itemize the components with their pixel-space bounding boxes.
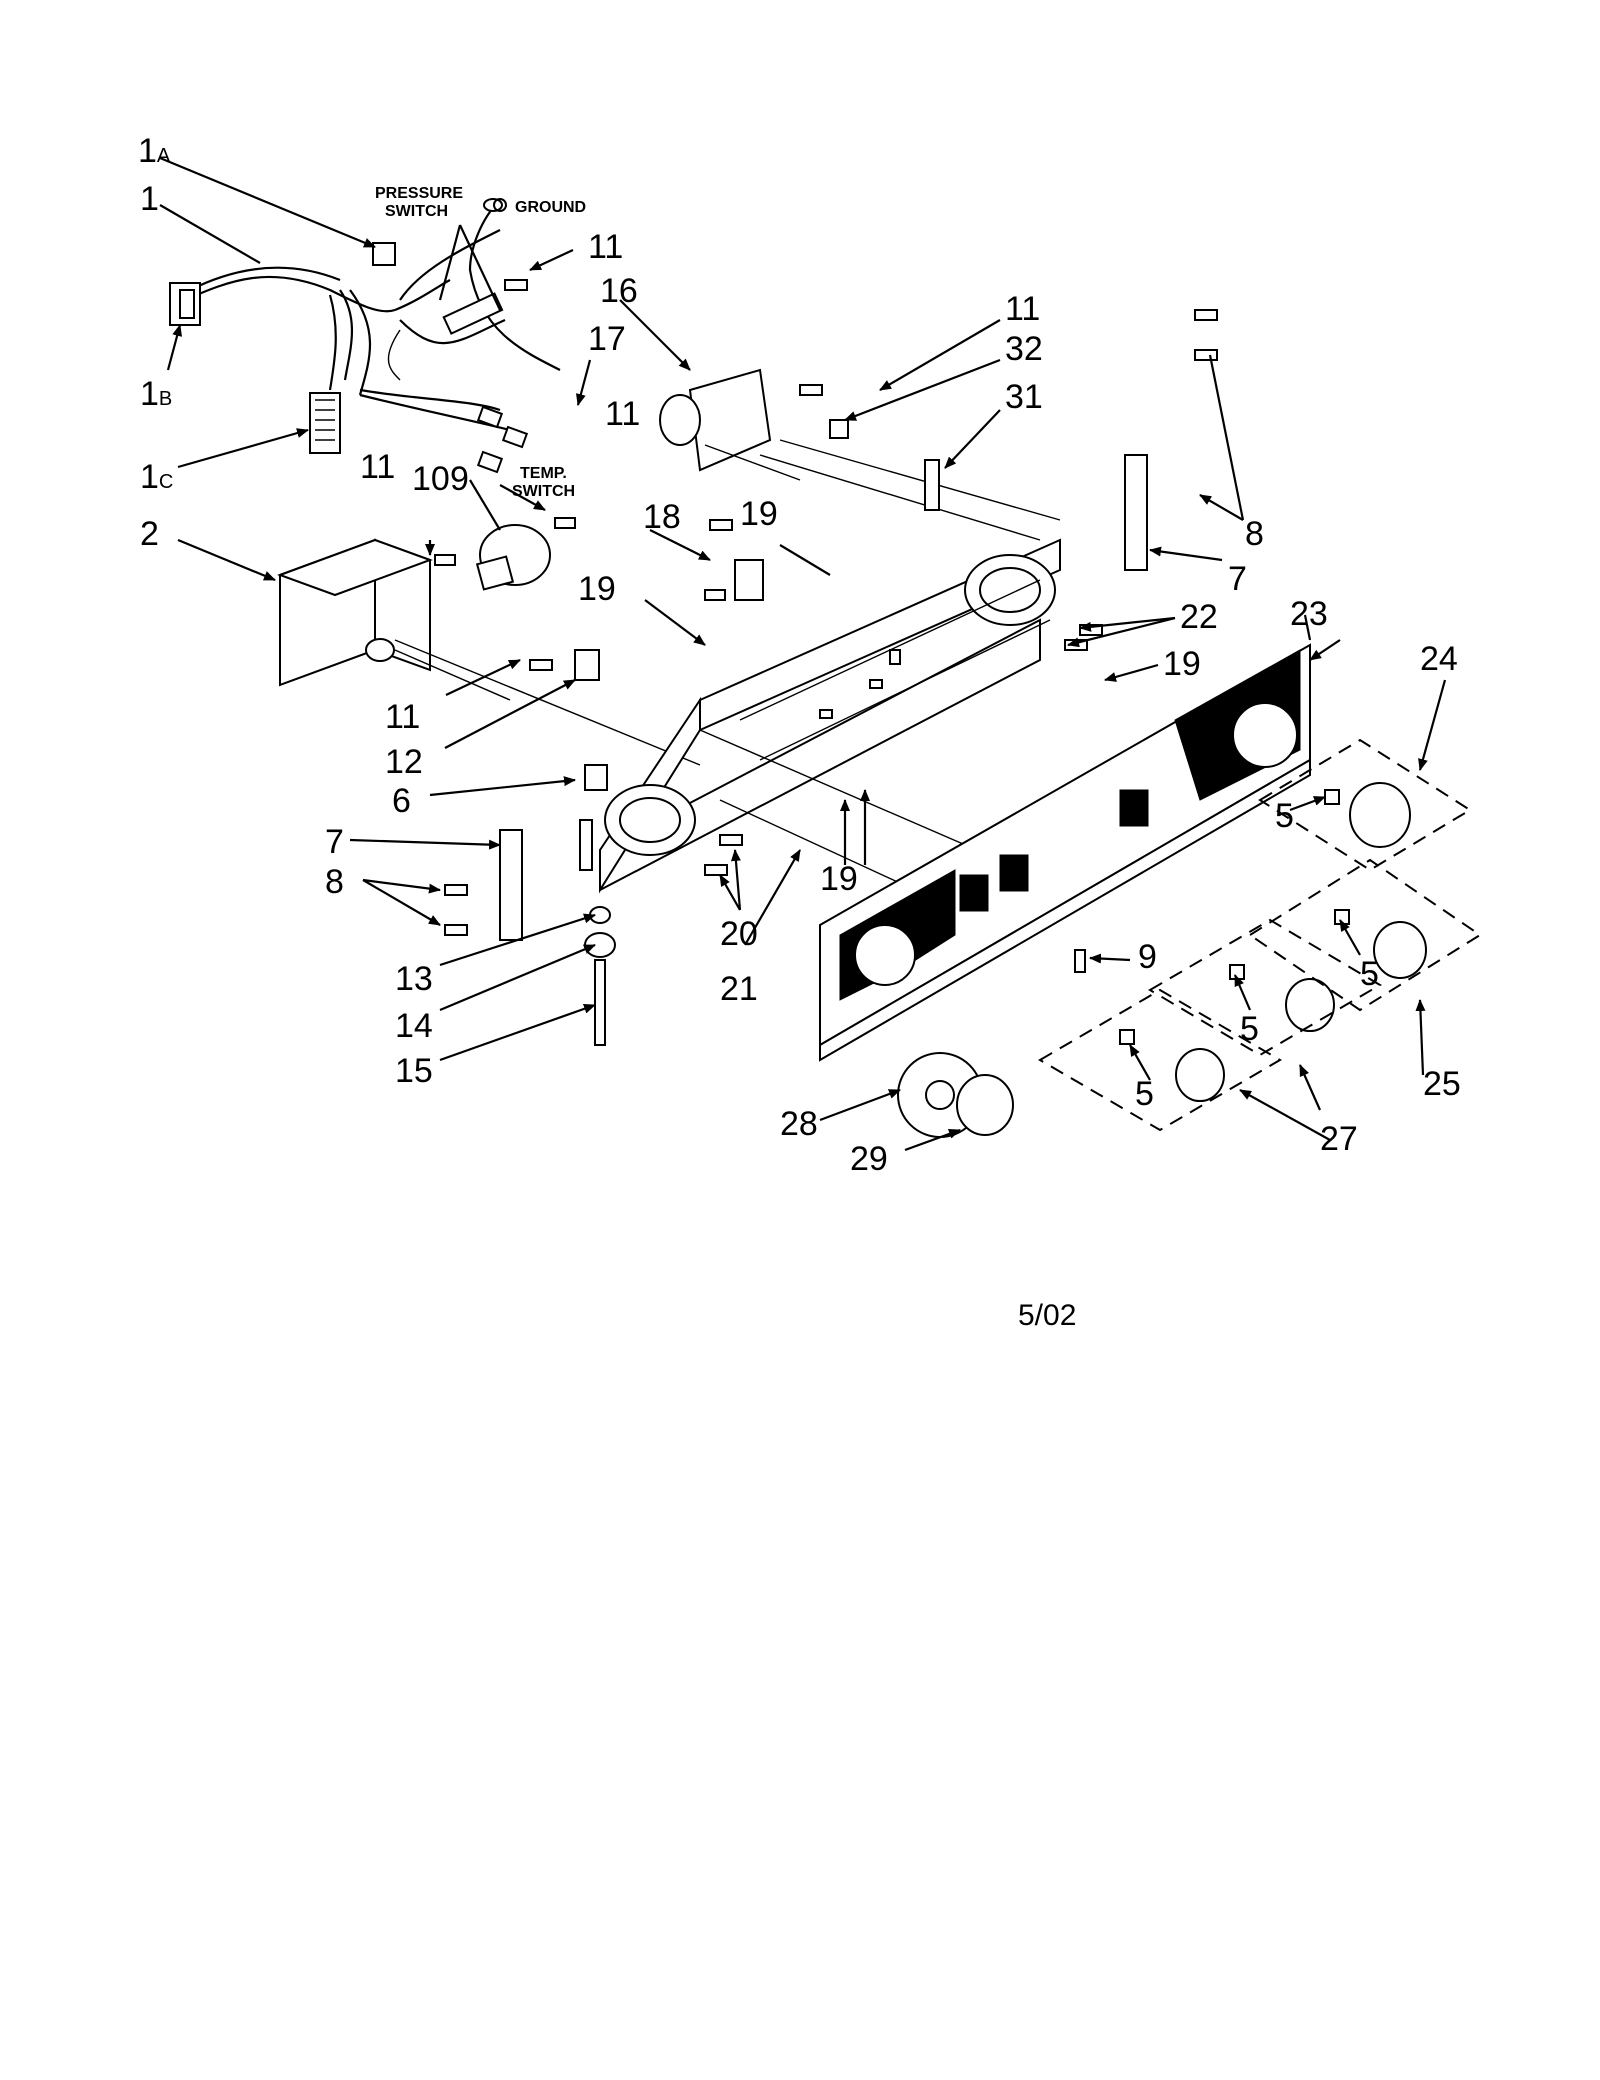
ground-label: GROUND [515, 199, 586, 216]
label-1a: 1A [138, 132, 171, 170]
label-32: 32 [1005, 330, 1043, 368]
label-8-left: 8 [325, 863, 344, 901]
revision-date: 5/02 [1018, 1299, 1076, 1332]
label-5-c: 5 [1240, 1010, 1259, 1048]
label-11-mid: 11 [605, 395, 640, 433]
pressure-switch-label-line1: PRESSURE [375, 185, 463, 202]
label-17: 17 [588, 320, 626, 358]
knobs [897, 782, 1427, 1138]
label-24: 24 [1420, 640, 1458, 678]
label-14: 14 [395, 1007, 433, 1045]
pressure-switch-label-line2: SWITCH [385, 203, 448, 220]
temp-switch-label-line2: SWITCH [512, 483, 575, 500]
connector-1c [309, 392, 341, 454]
label-7-left: 7 [325, 823, 344, 861]
part-labels: 1A 1 1B 1C 2 PRESSURE SWITCH GROUND TEMP… [138, 132, 1461, 1178]
label-13: 13 [395, 960, 433, 998]
knob-group-boxes [1038, 738, 1482, 1132]
label-15: 15 [395, 1052, 433, 1090]
label-19-left: 19 [578, 570, 616, 608]
label-31: 31 [1005, 378, 1043, 416]
label-12: 12 [385, 743, 423, 781]
label-27: 27 [1320, 1120, 1358, 1158]
label-11-right: 11 [1005, 290, 1040, 328]
wire-harness [169, 198, 561, 474]
label-9-top: 9 [450, 460, 469, 498]
misc-parts [434, 279, 1482, 1138]
label-5-a: 5 [1275, 797, 1294, 835]
label-2: 2 [140, 515, 159, 553]
temp-switch-label-line1: TEMP. [520, 465, 567, 482]
label-11-bottom: 11 [385, 698, 420, 736]
label-19-bottom: 19 [820, 860, 858, 898]
label-25: 25 [1423, 1065, 1461, 1103]
label-5-d: 5 [1135, 1075, 1154, 1113]
label-1: 1 [140, 180, 159, 218]
label-29: 29 [850, 1140, 888, 1178]
label-1c: 1C [140, 458, 173, 496]
label-19-top: 19 [740, 495, 778, 533]
label-16: 16 [600, 272, 638, 310]
console-bracket [599, 439, 1061, 921]
label-22: 22 [1180, 598, 1218, 636]
label-20: 20 [720, 915, 758, 953]
label-1b: 1B [140, 375, 172, 413]
label-8-right: 8 [1245, 515, 1264, 553]
label-7-right: 7 [1228, 560, 1247, 598]
label-10: 10 [412, 460, 450, 498]
label-5-b: 5 [1360, 955, 1379, 993]
label-11-left: 11 [360, 448, 395, 486]
control-panel-part-23 [819, 643, 1311, 1062]
label-19-right: 19 [1163, 645, 1201, 683]
label-11-top: 11 [588, 228, 623, 266]
ground-icon [493, 198, 507, 212]
connector-1a [372, 242, 396, 266]
timer-part-2 [277, 538, 701, 766]
label-6: 6 [392, 782, 411, 820]
label-18: 18 [643, 498, 681, 536]
label-23: 23 [1290, 595, 1328, 633]
label-9-bottom: 9 [1138, 938, 1157, 976]
pressure-switch-connectors [442, 292, 504, 335]
label-21: 21 [720, 970, 758, 1008]
label-28: 28 [780, 1105, 818, 1143]
leader-arrows [159, 156, 1447, 1152]
